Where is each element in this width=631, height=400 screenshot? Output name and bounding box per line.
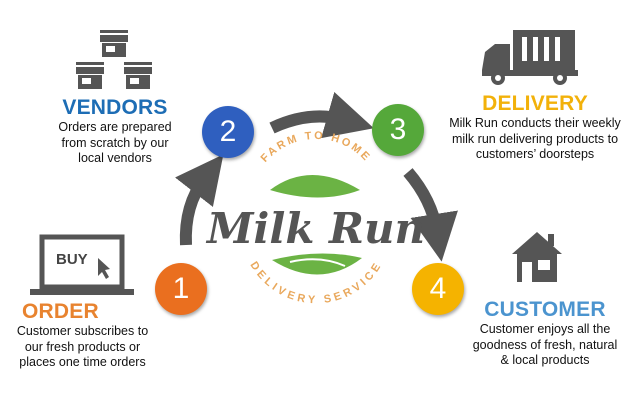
step-3-circle: 3 xyxy=(372,104,424,156)
step-order: ORDER Customer subscribes to our fresh p… xyxy=(0,300,165,371)
step-title: CUSTOMER xyxy=(484,298,606,321)
desc-line: from scratch by our xyxy=(61,135,169,150)
buy-laptop-icon xyxy=(30,234,134,295)
desc-line: our fresh products or xyxy=(24,339,141,354)
step-1-circle: 1 xyxy=(155,263,207,315)
svg-text:FARM TO HOME: FARM TO HOME xyxy=(259,130,374,165)
step-2-circle: 2 xyxy=(202,106,254,158)
arrow-1-to-2 xyxy=(175,154,224,246)
step-vendors: VENDORS Orders are prepared from scratch… xyxy=(40,96,190,167)
desc-line: Customer enjoys all the xyxy=(479,322,611,336)
step-description: Orders are prepared from scratch by our … xyxy=(40,120,190,167)
step-title: VENDORS xyxy=(62,96,168,119)
desc-line: goodness of fresh, natural xyxy=(472,337,618,352)
step-description: Milk Run conducts their weekly milk run … xyxy=(440,116,630,163)
logo-top-text: FARM TO HOME xyxy=(259,130,371,165)
house-icon xyxy=(512,232,562,282)
desc-line: Orders are prepared xyxy=(58,120,172,134)
desc-line: Customer subscribes to xyxy=(16,324,149,338)
step-delivery: DELIVERY Milk Run conducts their weekly … xyxy=(440,92,630,163)
step-4-circle: 4 xyxy=(412,263,464,315)
step-description: Customer enjoys all the goodness of fres… xyxy=(460,322,630,369)
desc-line: Milk Run conducts their weekly xyxy=(449,116,621,130)
step-description: Customer subscribes to our fresh product… xyxy=(0,324,165,371)
storefront-icon xyxy=(76,30,152,89)
buy-label: BUY xyxy=(56,251,88,268)
step-customer: CUSTOMER Customer enjoys all the goodnes… xyxy=(460,298,630,369)
desc-line: local vendors xyxy=(78,151,152,165)
desc-line: places one time orders xyxy=(19,355,146,369)
arrow-2-to-3 xyxy=(269,91,374,139)
logo-name: Milk Run xyxy=(205,204,425,253)
arrow-3-to-4 xyxy=(403,168,458,262)
desc-line: milk run delivering products to xyxy=(451,131,619,146)
step-title: ORDER xyxy=(22,300,99,323)
step-title: DELIVERY xyxy=(482,92,588,115)
desc-line: & local products xyxy=(500,353,590,367)
desc-line: customers’ doorsteps xyxy=(475,147,595,161)
delivery-truck-icon xyxy=(482,30,578,85)
milk-run-logo: FARM TO HOME DELIVERY SERVICE Milk Run xyxy=(205,130,425,307)
